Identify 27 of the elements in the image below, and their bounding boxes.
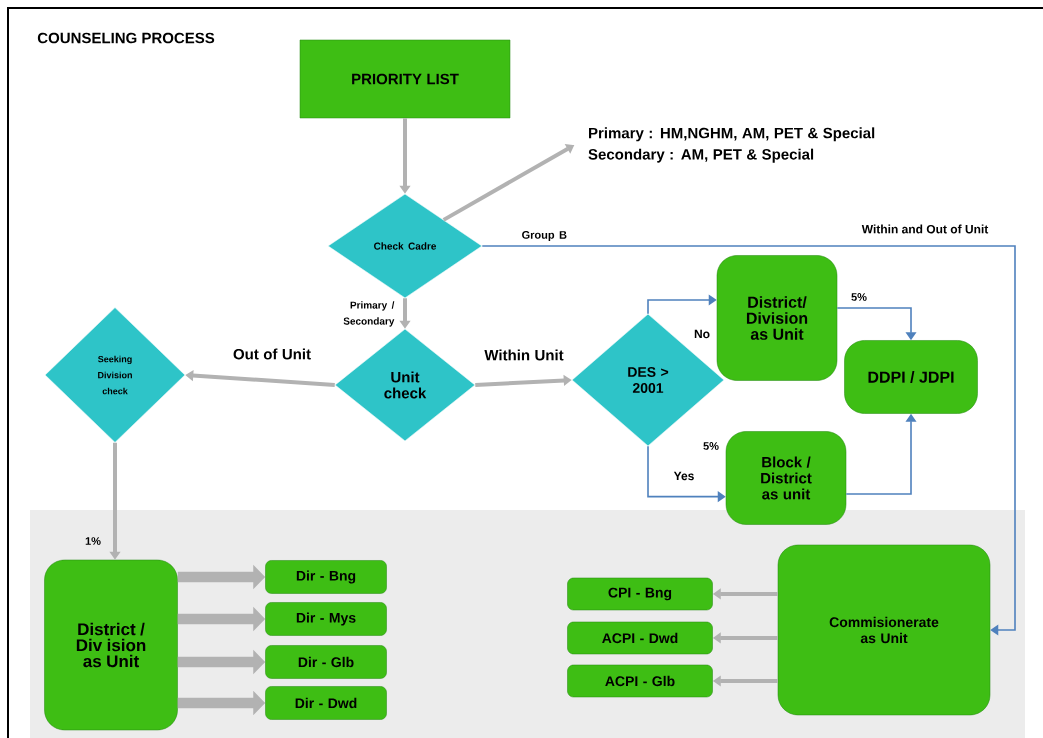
edge-label: 5% [851,293,867,301]
process-box: CPI - Bng [567,577,713,611]
label-text: Within and Out of Unit [861,224,989,234]
edge-label: Out of Unit [233,348,311,360]
process-box: ACPI - Glb [567,664,713,698]
note-text: Primary : HM,NGHM, AM, PET & Special Secondary : AM, PET & Special [588,127,875,163]
edge-label: Yes [673,471,694,481]
edge-label: Primary / Secondary [343,301,395,327]
process-box: Commisionerate as Unit [777,544,991,716]
process-box: DDPI / JDPI [844,340,978,414]
edge-label: Group B [522,231,567,241]
edge-label: 1% [85,537,101,545]
process-box: District/ Division as Unit [716,255,838,381]
process-box: Dir - Dwd [265,686,387,720]
process-box: Dir - Bng [265,560,387,594]
process-box: PRIORITY LIST [299,39,511,119]
edge-label: No [694,329,710,339]
process-box: Dir - Glb [265,645,387,679]
title: COUNSELING PROCESS [37,32,215,44]
arrow [481,245,1016,636]
edge-label: Within Unit [484,349,564,361]
process-box: ACPI - Dwd [567,621,713,655]
label-text: 5% [703,442,719,450]
process-box: District / Div ision as Unit [44,559,178,731]
arrow [647,294,717,315]
process-box: Dir - Mys [265,602,387,636]
process-box: Block / District as unit [725,431,847,525]
